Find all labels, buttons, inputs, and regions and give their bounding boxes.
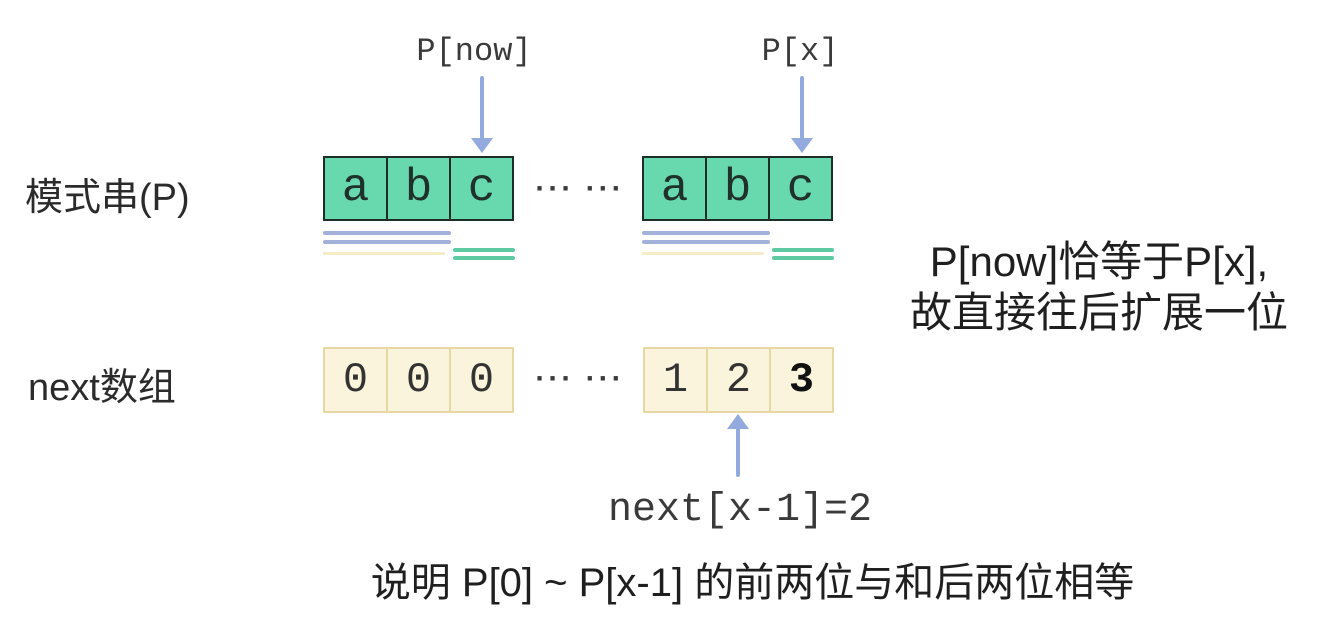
prefix-match-underline <box>642 240 770 244</box>
faint-underline <box>323 252 445 255</box>
side-note: P[now]恰等于P[x], 故直接往后扩展一位 <box>878 236 1320 338</box>
pointer-p-x-label: P[x] <box>761 33 839 70</box>
next-row-label: next数组 <box>28 367 176 409</box>
next-cell: 0 <box>386 347 451 413</box>
bottom-caption: 说明 P[0] ~ P[x-1] 的前两位与和后两位相等 <box>370 561 1135 605</box>
next-cell-highlighted: 3 <box>769 347 834 413</box>
arrow-down-icon <box>471 76 493 154</box>
next-cells-left-group: 0 0 0 <box>323 347 514 413</box>
extension-underline <box>453 248 515 252</box>
match-underlines-left <box>323 231 515 261</box>
next-ellipsis: ··· ··· <box>535 362 625 395</box>
arrow-shaft <box>480 76 484 140</box>
extension-underline <box>772 248 834 252</box>
pattern-ellipsis: ··· ··· <box>535 172 625 205</box>
pattern-cell: c <box>449 156 514 221</box>
pointer-p-now-label: P[now] <box>416 33 532 70</box>
arrow-down-icon <box>791 76 813 154</box>
arrow-head <box>727 414 749 429</box>
side-note-line2: 故直接往后扩展一位 <box>909 289 1288 337</box>
pattern-cell: a <box>642 156 707 221</box>
next-pointer-label: next[x-1]=2 <box>607 488 873 533</box>
arrow-head <box>791 138 813 153</box>
pattern-cells-left-group: a b c <box>323 156 514 221</box>
arrow-head <box>471 138 493 153</box>
prefix-match-underline <box>642 231 770 235</box>
next-cells-right-group: 1 2 3 <box>643 347 834 413</box>
pattern-cell: c <box>768 156 833 221</box>
next-cell: 0 <box>323 347 388 413</box>
pattern-cell: a <box>323 156 388 221</box>
pattern-row-label: 模式串(P) <box>25 177 190 219</box>
arrow-shaft <box>736 427 740 477</box>
arrow-shaft <box>800 76 804 140</box>
faint-underline <box>642 252 764 255</box>
match-underlines-right <box>642 231 834 261</box>
extension-underline <box>453 256 515 260</box>
next-cell: 0 <box>449 347 514 413</box>
extension-underline <box>772 256 834 260</box>
pattern-cell: b <box>705 156 770 221</box>
pattern-cells-right-group: a b c <box>642 156 833 221</box>
prefix-match-underline <box>323 231 451 235</box>
arrow-up-icon <box>727 414 749 478</box>
pattern-cell: b <box>386 156 451 221</box>
next-cell: 2 <box>706 347 771 413</box>
side-note-line1: P[now]恰等于P[x], <box>929 238 1269 285</box>
next-cell: 1 <box>643 347 708 413</box>
prefix-match-underline <box>323 240 451 244</box>
